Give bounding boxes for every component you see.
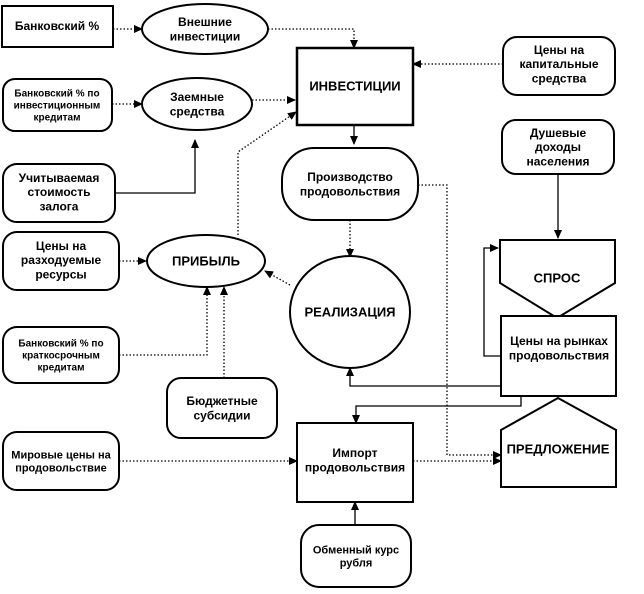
demand-label: СПРОС: [534, 271, 581, 286]
investments-label: ИНВЕСТИЦИИ: [309, 79, 400, 94]
sales-node: РЕАЛИЗАЦИЯ: [289, 255, 411, 369]
label-line: кредитам: [37, 363, 84, 374]
label-line: средства: [532, 72, 587, 86]
label-line: ресурсы: [35, 268, 86, 282]
label-line: РЕАЛИЗАЦИЯ: [304, 305, 395, 320]
label-line: Импорт: [332, 446, 377, 460]
label-line: субсидии: [193, 408, 250, 422]
label-line: краткосрочным: [22, 351, 100, 362]
profit-node: ПРИБЫЛЬ: [146, 234, 266, 288]
label-line: Заемные: [170, 90, 224, 104]
label-line: Банковский %: [15, 19, 100, 33]
arrow-market-prices-to-sales: [346, 367, 501, 387]
label-line: залога: [40, 200, 79, 214]
label-line: продовольствие: [15, 462, 107, 474]
arrow-food-production-to-supply: [418, 184, 502, 459]
label-line: доходы: [535, 140, 581, 154]
investments-node: ИНВЕСТИЦИИ: [295, 46, 415, 127]
arrow-short-loans-to-profit: [119, 286, 211, 356]
label-line: ПРЕДЛОЖЕНИЕ: [507, 442, 610, 457]
bank-rate-label: Банковский %: [15, 19, 100, 33]
arrow-profit-to-investments: [237, 111, 297, 235]
label-line: продовольствия: [305, 460, 405, 474]
label-line: Банковский % по: [14, 89, 99, 100]
label-line: СПРОС: [534, 271, 581, 286]
arrow-external-investments-to-investments: [268, 28, 358, 49]
supply-node: ПРЕДЛОЖЕНИЕ: [500, 396, 617, 488]
demand-node: СПРОС: [499, 239, 616, 320]
label-line: Цены на рынках: [510, 334, 608, 348]
label-line: продовольствия: [300, 184, 400, 198]
label-line: Мировые цены на: [11, 449, 111, 461]
label-line: населения: [526, 155, 589, 169]
profit-label: ПРИБЫЛЬ: [172, 254, 240, 269]
label-line: Цены на: [534, 43, 585, 57]
label-line: разходуемые: [21, 253, 102, 267]
label-line: ИНВЕСТИЦИИ: [309, 79, 400, 94]
label-line: рубля: [340, 557, 373, 569]
arrow-market-prices-to-demand: [483, 244, 501, 357]
bank-rate-node: Банковский %: [1, 5, 114, 48]
arrow-sales-to-profit: [264, 270, 291, 286]
label-line: Цены на: [36, 239, 87, 253]
label-line: Душевые: [530, 126, 587, 140]
label-line: Производство: [307, 170, 393, 184]
label-line: Обменный курс: [313, 544, 399, 556]
label-line: Учитываемая: [19, 171, 100, 185]
label-line: кредитам: [33, 113, 80, 124]
label-line: продовольствия: [509, 348, 609, 362]
arrow-market-prices-to-import: [352, 396, 522, 424]
label-line: стоимость: [28, 185, 91, 199]
sales-label: РЕАЛИЗАЦИЯ: [304, 305, 395, 320]
label-line: Бюджетные: [186, 394, 258, 408]
label-line: инвестиции: [170, 29, 240, 43]
supply-label: ПРЕДЛОЖЕНИЕ: [507, 442, 610, 457]
arrow-collateral-to-borrowed-funds: [115, 139, 199, 194]
label-line: ПРИБЫЛЬ: [172, 254, 240, 269]
label-line: Внешние: [178, 15, 232, 29]
connection-arrows: [112, 25, 562, 525]
label-line: инвестиционным: [14, 101, 101, 112]
label-line: капитальные: [519, 57, 598, 71]
label-line: средства: [170, 104, 225, 118]
label-line: Банковский % по: [18, 339, 103, 350]
